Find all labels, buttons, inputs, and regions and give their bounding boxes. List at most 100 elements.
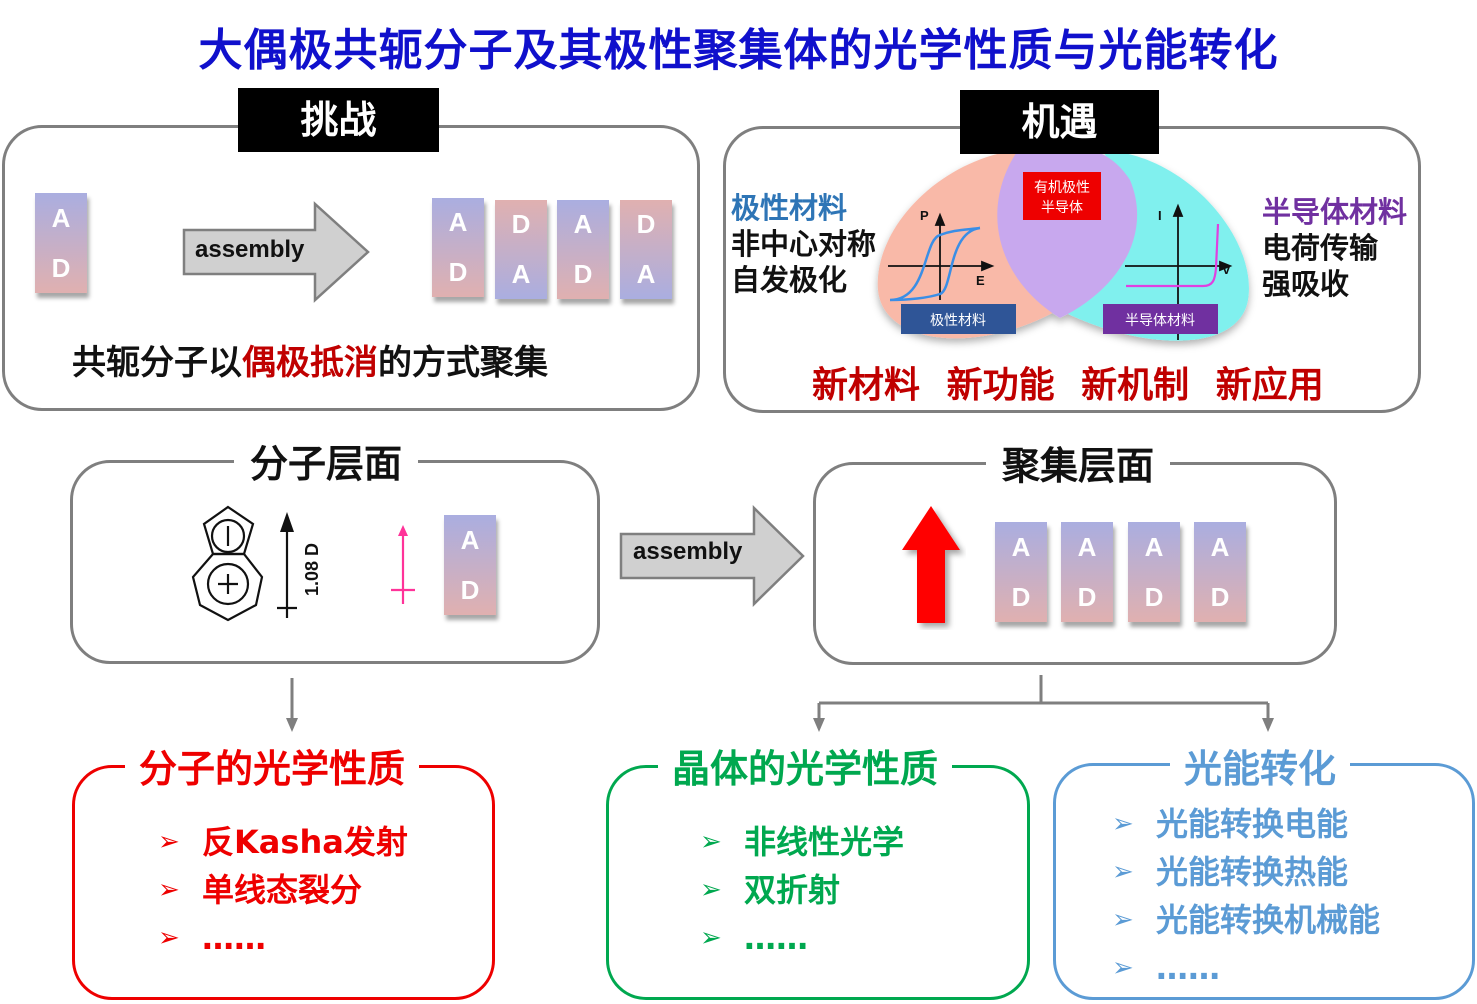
- block-bottom-label: D: [1210, 581, 1230, 612]
- list-item: ➢ ……: [158, 914, 408, 962]
- new-functions: 新功能: [946, 365, 1055, 406]
- overlap-label-box: [1023, 172, 1101, 220]
- caption-post: 的方式聚集: [378, 343, 548, 383]
- left-lobe-label-box: [901, 304, 1016, 334]
- left-lobe-label: 极性材料: [930, 312, 986, 328]
- overlap-label-line1: 有机极性: [1034, 179, 1090, 195]
- caption-pre: 共轭分子以: [72, 343, 242, 383]
- arrow-bullet-icon: ➢: [158, 875, 180, 905]
- crystal-optics-title: 晶体的光学性质: [658, 738, 953, 793]
- block-top-label: A: [573, 209, 593, 240]
- plot-e-axis-label: E: [976, 273, 985, 288]
- block-top-label: A: [51, 202, 71, 233]
- polar-property: 非中心对称: [731, 227, 877, 261]
- dipole-arrow: [277, 528, 297, 618]
- polar-arrow-icon: [902, 506, 960, 623]
- list-item-label: ……: [744, 919, 808, 957]
- semiconductor-legend: 半导体材料 电荷传输 强吸收: [1262, 194, 1407, 302]
- arrow-bullet-icon: ➢: [700, 827, 722, 857]
- arrow-bullet-icon: ➢: [1112, 809, 1134, 839]
- hysteresis-loop: [889, 226, 981, 302]
- block-bottom-label: D: [573, 258, 593, 289]
- list-item-label: 光能转换电能: [1156, 805, 1349, 843]
- opportunity-tag: 机遇: [960, 90, 1159, 154]
- block-top-label: A: [1144, 531, 1164, 562]
- arrow-bullet-icon: ➢: [1112, 905, 1134, 935]
- positive-charge-circle: [206, 562, 250, 606]
- block-top-label: A: [448, 207, 468, 238]
- list-item: ➢ 光能转换电能: [1112, 800, 1380, 848]
- list-item: ➢ 非线性光学: [700, 818, 904, 866]
- block-bottom-label: A: [636, 258, 656, 289]
- assembly-arrow: [182, 201, 370, 303]
- list-item: ➢反Kasha发射: [158, 818, 408, 866]
- plot-i-axis-label: I: [1158, 208, 1162, 223]
- caption-highlight: 偶极抵消: [242, 343, 378, 383]
- block-top-label: D: [636, 209, 656, 240]
- block-bottom-label: D: [51, 252, 71, 283]
- aggregate-level-title: 聚集层面: [986, 435, 1171, 490]
- block-top-label: A: [460, 524, 480, 555]
- list-item-label: 光能转换热能: [1156, 853, 1349, 891]
- assembly-arrow-shape: [182, 201, 370, 303]
- list-item: ➢ ……: [700, 914, 904, 962]
- polar-materials-title: 极性材料: [731, 191, 848, 225]
- arrow-bullet-icon: ➢: [1112, 857, 1134, 887]
- challenge-tag: 挑战: [238, 88, 439, 152]
- light-energy-conversion-title: 光能转化: [1170, 738, 1351, 793]
- arrow-bullet-icon: ➢: [158, 923, 180, 953]
- list-item-label: 双折射: [744, 871, 841, 909]
- right-lobe-label-box: [1103, 304, 1218, 334]
- block-bottom-label: D: [448, 256, 468, 287]
- flow-connectors: [286, 675, 1274, 732]
- block-top-label: A: [1011, 531, 1031, 562]
- molecular-optics-list: ➢反Kasha发射➢单线态裂分➢……: [158, 818, 408, 962]
- block-top-label: D: [511, 209, 531, 240]
- list-item: ➢ 双折射: [700, 866, 904, 914]
- plot-v-axis-label: V: [1222, 262, 1231, 277]
- block-bottom-label: D: [460, 574, 480, 605]
- new-materials: 新材料: [812, 365, 921, 406]
- molecular-level-panel: [70, 460, 600, 664]
- new-applications: 新应用: [1215, 365, 1324, 406]
- arrow-bullet-icon: ➢: [158, 827, 180, 857]
- block-top-label: A: [1077, 531, 1097, 562]
- semiconductor-title: 半导体材料: [1262, 195, 1408, 229]
- middle-assembly-arrow: [619, 505, 805, 607]
- right-lobe-label: 半导体材料: [1125, 312, 1195, 328]
- list-item-label: ……: [202, 919, 266, 957]
- block-bottom-label: D: [1011, 581, 1031, 612]
- crystal-optics-panel: [606, 765, 1030, 1000]
- arrow-bullet-icon: ➢: [1112, 953, 1134, 983]
- list-item-label: 光能转换机械能: [1156, 901, 1381, 939]
- iv-curve: [1126, 223, 1220, 288]
- list-item-label: 单线态裂分: [202, 871, 363, 909]
- block-bottom-label: D: [1144, 581, 1164, 612]
- list-item-label: ……: [1156, 949, 1220, 987]
- seven-membered-ring: [191, 552, 264, 622]
- negative-charge-circle: [210, 518, 246, 554]
- polar-materials-legend: 极性材料 非中心对称 自发极化: [731, 190, 876, 298]
- polar-property: 自发极化: [731, 263, 848, 297]
- molecule-block: A D: [444, 515, 496, 615]
- dipole-moment-label: 1.08 D: [302, 543, 322, 596]
- venn-left-lobe: [877, 150, 1058, 339]
- new-opportunities: 新材料 新功能 新机制 新应用: [812, 356, 1324, 408]
- challenge-caption: 共轭分子以偶极抵消的方式聚集: [72, 335, 548, 384]
- single-molecule-block: A D: [35, 193, 87, 293]
- molecular-level-title: 分子层面: [234, 433, 419, 488]
- assembly-arrow-label: assembly: [195, 236, 305, 263]
- block-bottom-label: D: [1077, 581, 1097, 612]
- list-item-label: 非线性光学: [744, 823, 905, 861]
- list-item: ➢ 光能转换机械能: [1112, 896, 1380, 944]
- arrow-bullet-icon: ➢: [700, 875, 722, 905]
- arrow-bullet-icon: ➢: [700, 923, 722, 953]
- new-mechanisms: 新机制: [1081, 365, 1190, 406]
